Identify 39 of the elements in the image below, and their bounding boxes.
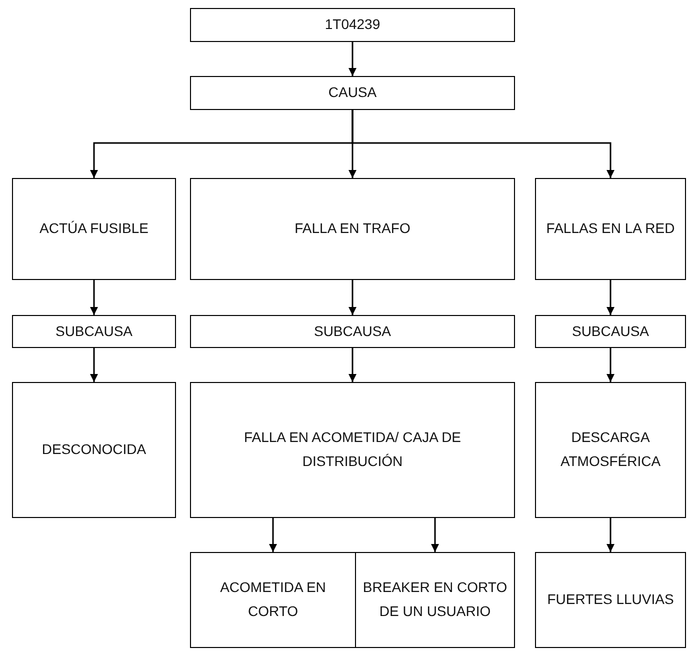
process-box <box>355 552 515 648</box>
process-box <box>12 178 176 280</box>
box-label: SUBCAUSA <box>55 322 133 341</box>
arrow <box>431 518 439 552</box>
box-label: FALLAS EN LA RED <box>546 219 675 238</box>
arrow <box>348 42 356 76</box>
box-label: FUERTES LLUVIAS <box>547 590 674 610</box>
box-label: SUBCAUSA <box>572 322 650 341</box>
arrow <box>606 280 614 315</box>
arrow <box>348 280 356 315</box>
box-label: DESCARGA ATMOSFÉRICA <box>559 428 662 471</box>
arrow <box>269 518 277 552</box>
box-label: ACOMETIDA EN CORTO <box>219 578 327 621</box>
process-box <box>190 8 515 42</box>
process-box <box>12 315 176 348</box>
process-box <box>535 315 686 348</box>
process-box <box>190 178 515 280</box>
arrow <box>90 348 98 382</box>
process-box <box>190 76 515 110</box>
arrow <box>606 348 614 382</box>
box-label: DESCONOCIDA <box>42 440 146 460</box>
process-box <box>190 552 356 648</box>
box-label: ACTÚA FUSIBLE <box>40 219 148 238</box>
box-label: CAUSA <box>328 83 377 102</box>
box-label: 1T04239 <box>324 15 380 34</box>
box-label: FALLA EN TRAFO <box>294 219 410 238</box>
process-box <box>190 315 515 348</box>
box-label: BREAKER EN CORTO DE UN USUARIO <box>362 578 508 621</box>
arrow <box>348 348 356 382</box>
arrow <box>352 110 614 178</box>
process-box <box>535 382 686 518</box>
box-label: FALLA EN ACOMETIDA/ CAJA DE DISTRIBUCIÓN <box>242 428 462 471</box>
process-box <box>535 552 686 648</box>
process-box <box>535 178 686 280</box>
process-box <box>190 382 515 518</box>
arrow <box>606 518 614 552</box>
arrow <box>90 280 98 315</box>
process-box <box>12 382 176 518</box>
box-label: SUBCAUSA <box>314 322 392 341</box>
